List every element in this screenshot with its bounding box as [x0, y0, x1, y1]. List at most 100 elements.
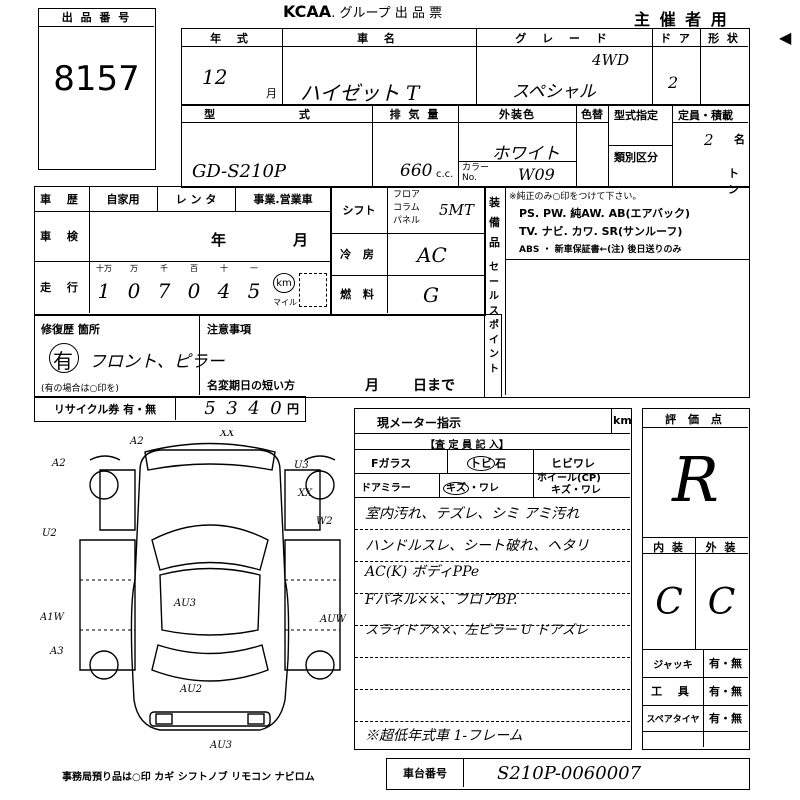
km-label: km	[276, 278, 292, 289]
mileage-digit: 0	[187, 279, 201, 303]
score: R	[672, 442, 719, 516]
recycle-digit: 0	[270, 398, 282, 419]
name-change-month: 月	[365, 378, 379, 394]
km-circle: km	[273, 273, 295, 293]
tools-value: 有・無	[709, 685, 742, 698]
car-name-value: ハイゼット T	[300, 81, 420, 105]
color-no-label: カラーNo.	[462, 163, 490, 183]
fuel-value: G	[423, 283, 439, 307]
grade-label: グ レ ー ド	[515, 32, 613, 45]
digit-label-1: 一	[250, 264, 258, 273]
fender-front-right	[304, 455, 336, 461]
history-commercial: 事業.営業車	[253, 193, 313, 206]
model-value: GD-S210P	[192, 161, 287, 182]
grade-value: スペシャル	[512, 82, 596, 102]
mileage-digit: 5	[247, 279, 261, 303]
inspector-footer-note: ※超低年式車 1-フレーム	[365, 728, 523, 744]
chassis-block: 車台番号 S210P-0060007	[386, 758, 750, 790]
grade-block: 評 価 点 R 内 装 外 装 C C ジャッキ 有・無 工 具 有・無 スペア…	[642, 408, 750, 750]
mirror-damage: キズ・ワレ	[443, 479, 499, 495]
capacity-value: 2	[704, 131, 714, 149]
spec-row: 型 式 排 気 量 外装色 色替 型式指定 定員・積載 類別区分 GD-S210…	[181, 104, 750, 196]
front-bumper	[144, 442, 276, 471]
history-rental: レ ン タ	[175, 193, 217, 206]
fuel-label: 燃 料	[340, 288, 378, 301]
logo-text: KCAA	[283, 2, 332, 21]
wheel-label: ホイール(CP) キズ・ワレ	[537, 473, 601, 497]
chip-text: トビ	[467, 456, 495, 471]
repair-block: 修復歴 箇所 有 フロント、ピラー (有の場合は○印を) 注意事項 名変期日の短…	[34, 314, 502, 398]
damage-mark: AU2	[179, 684, 202, 695]
logo: KCAA. グループ 出 品 票	[283, 2, 442, 21]
mileage-digit: 1	[97, 279, 111, 303]
color-swap-label: 色替	[581, 108, 603, 121]
mirror-label: ドアミラー	[361, 483, 411, 494]
repair-note: (有の場合は○印を)	[41, 384, 119, 394]
inspector-note-5: スライドア××、左ピラー U ドアズレ	[365, 623, 589, 638]
crack-label: ヒビワレ	[551, 457, 595, 470]
equip-note: ※純正のみ○印をつけて下さい。	[509, 192, 642, 202]
rear-window	[151, 644, 269, 682]
inspector-note-2: ハンドルスレ、シート破れ、ヘタリ	[365, 538, 590, 554]
damage-mark: XX	[297, 488, 313, 499]
roof-panel	[159, 567, 261, 636]
door-right	[284, 469, 321, 531]
fender-front-left	[89, 455, 121, 461]
lot-number-label: 出 品 番 号	[39, 9, 154, 27]
vehicle-row: 年 式 車 名 グ レ ー ド ド ア 形 状 12 月 ハイゼット T 4WD…	[181, 28, 750, 106]
organizer-label: 主 催 者 用	[634, 10, 729, 29]
jack-value: 有・無	[709, 657, 742, 670]
model-type-label: 形 状	[708, 32, 740, 45]
inspector-note-3: AC(K) ボディPPe	[365, 564, 480, 580]
recycle-block: リサイクル券 有・無 5 3 4 0 円	[34, 396, 306, 422]
repair-label: 修復歴 箇所	[41, 323, 100, 336]
car-name-label: 車 名	[357, 32, 401, 45]
damage-mark: A2	[51, 458, 66, 469]
stone-text: 石	[495, 457, 506, 470]
capacity-label: 定員・積載	[678, 109, 733, 122]
class-label: 類別区分	[614, 151, 658, 164]
color-label: 外装色	[499, 108, 535, 121]
damage-mark: AU3	[209, 740, 232, 751]
lot-number-box: 出 品 番 号 8157	[38, 8, 156, 170]
shift-options: フロア コラム パネル	[393, 189, 420, 228]
cc-unit: c.c.	[436, 169, 454, 180]
model-label: 型 式	[204, 108, 350, 121]
displacement-value: 660	[400, 161, 433, 181]
rear-light-left	[155, 713, 173, 725]
wheel-front-right	[305, 470, 335, 500]
inspection-year: 年	[211, 231, 227, 249]
digit-label-10: 十	[220, 264, 228, 273]
inspector-note-1: 室内汚れ、テズレ、シミ アミ汚れ	[365, 506, 580, 522]
chassis-value: S210P-0060007	[497, 763, 642, 784]
mileage-label: 走 行	[40, 281, 84, 294]
ac-label: 冷 房	[340, 248, 378, 261]
damage-mark: W2	[316, 516, 333, 527]
year-value: 12	[202, 65, 228, 89]
wheel-front-left	[89, 470, 119, 500]
digit-label-1k: 千	[160, 264, 168, 273]
digit-label-100k: 十万	[96, 264, 112, 273]
ton-unit: トン	[728, 167, 739, 196]
capacity-unit: 名	[734, 133, 745, 146]
group-title: . グループ 出 品 票	[331, 6, 443, 21]
year-unit: 月	[266, 87, 277, 100]
damage-mark: A3	[49, 646, 64, 657]
repair-has-circle	[49, 343, 79, 373]
rear-light-right	[247, 713, 265, 725]
recycle-digits: 5 3 4 0 円	[199, 397, 299, 420]
wheel-damage: キズ・ワレ	[551, 485, 601, 496]
score-label: 評 価 点	[665, 413, 726, 426]
inspection-label: 車 検	[40, 230, 84, 243]
history-label: 車 歴	[40, 193, 84, 206]
meter-km: km	[613, 414, 632, 427]
recycle-unit: 円	[287, 402, 300, 416]
inspector-block: 現メーター指示 km 【査 定 員 記 入】 Fガラス トビ石 ヒビワレ ドアミ…	[354, 408, 632, 750]
mileage-digits: 1 0 7 0 4 5	[89, 279, 269, 309]
damage-mark: AUW	[319, 614, 347, 625]
car-diagram: A2 A2 XX U3 XX U2 W2 AU3 A1W A3 AUW AU2 …	[40, 430, 347, 751]
wheel-rear-left	[89, 650, 119, 680]
drive-block: シフト フロア コラム パネル 5MT 冷 房 AC 燃 料 G	[330, 186, 486, 316]
inspection-month: 月	[293, 231, 309, 249]
grade-4wd: 4WD	[592, 51, 629, 69]
